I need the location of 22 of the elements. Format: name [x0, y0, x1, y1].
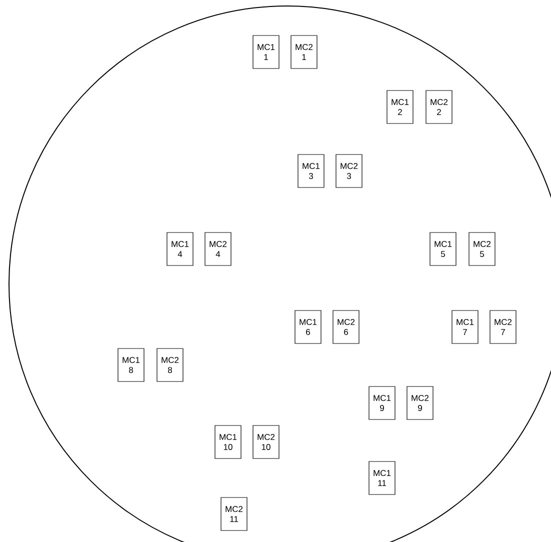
chip-box: MC2 8 — [156, 348, 184, 382]
chip-box: MC1 10 — [214, 425, 242, 459]
chip-box: MC2 5 — [468, 232, 496, 266]
chip-box: MC2 10 — [252, 425, 280, 459]
chip-box: MC2 1 — [290, 35, 318, 69]
chip-box: MC1 4 — [166, 232, 194, 266]
chip-box: MC2 7 — [490, 310, 516, 344]
chip-box: MC1 7 — [452, 310, 478, 344]
chip-box: MC2 6 — [332, 310, 360, 344]
chip-box: MC1 5 — [430, 232, 456, 266]
chip-box: MC2 9 — [406, 386, 434, 420]
chip-box: MC1 9 — [368, 386, 396, 420]
chip-box: MC2 3 — [336, 154, 362, 188]
chip-box: MC2 4 — [204, 232, 232, 266]
chip-box: MC2 2 — [426, 90, 452, 124]
chip-box: MC1 1 — [252, 35, 280, 69]
chip-box: MC1 2 — [386, 90, 414, 124]
chip-box: MC2 11 — [220, 497, 248, 531]
chip-box: MC1 6 — [294, 310, 322, 344]
chip-box: MC1 11 — [368, 461, 396, 495]
chip-box: MC1 3 — [298, 154, 324, 188]
chip-box: MC1 8 — [118, 348, 144, 382]
